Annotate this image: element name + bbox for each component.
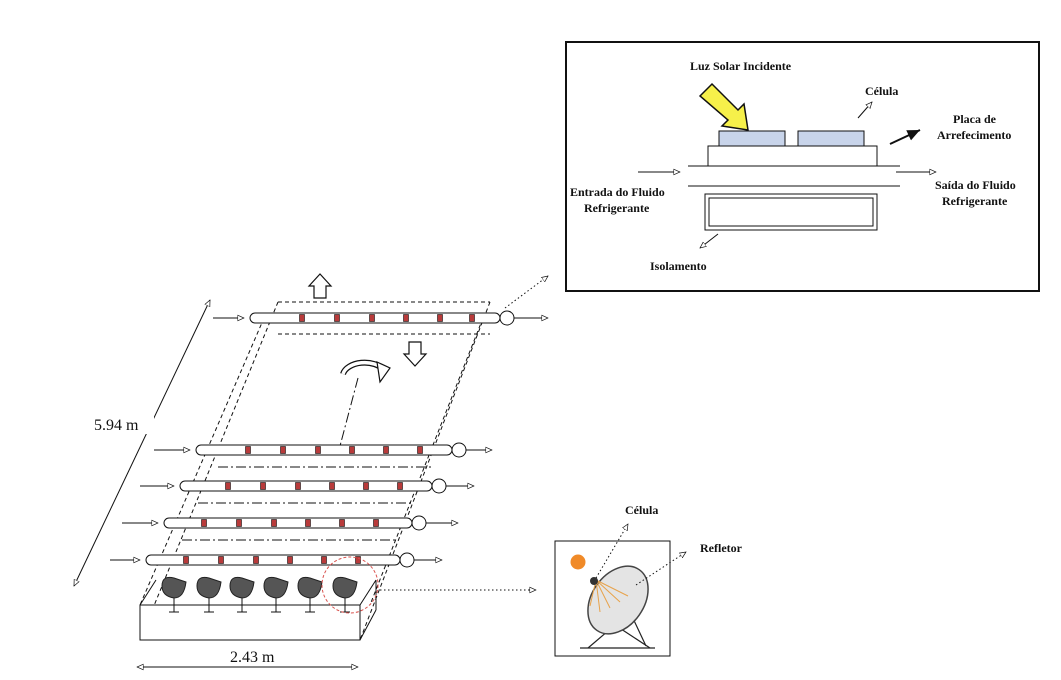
length-label-bg — [92, 412, 154, 434]
pv-cell-marker — [383, 446, 389, 454]
down-arrow-icon — [402, 341, 428, 367]
receiver-tube-2 — [154, 442, 492, 458]
dish-base-box — [139, 579, 377, 641]
cooling-plate-label-1: Placa de — [953, 112, 997, 126]
length-label: 5.94 m — [94, 417, 139, 434]
pv-cell-marker — [299, 314, 305, 322]
receiver-tube-1 — [213, 310, 548, 326]
sun-icon — [570, 554, 586, 570]
fluid-in-label-2: Refrigerante — [584, 201, 650, 215]
pv-cell-marker — [236, 519, 242, 527]
pv-cell-marker — [355, 556, 361, 564]
pv-cell-marker — [218, 556, 224, 564]
pv-cell-marker — [329, 482, 335, 490]
pv-cell-marker — [295, 482, 301, 490]
receiver-tube-5 — [110, 552, 442, 568]
width-label: 2.43 m — [230, 649, 275, 666]
insulation-block-inner — [708, 197, 874, 227]
dish-cell-label: Célula — [625, 503, 658, 517]
pv-cell-marker — [280, 446, 286, 454]
cooling-plate-label-2: Arrefecimento — [937, 128, 1011, 142]
fluid-in-label-1: Entrada do Fluido — [570, 185, 665, 199]
pv-cell-marker — [334, 314, 340, 322]
rotation-arrow-icon — [340, 359, 391, 384]
pv-cell-marker — [397, 482, 403, 490]
pv-cell-marker — [305, 519, 311, 527]
pv-cell-marker — [315, 446, 321, 454]
up-arrow-icon — [307, 273, 333, 299]
dish-icon-3 — [229, 576, 255, 613]
receiver-tube-3 — [140, 478, 474, 494]
sunlight-arrow-icon — [698, 82, 749, 131]
pv-cell-right — [797, 130, 865, 147]
incident-light-label: Luz Solar Incidente — [690, 59, 792, 73]
pv-cell-marker — [403, 314, 409, 322]
inset-pointer — [504, 276, 548, 309]
pv-cell-marker — [417, 446, 423, 454]
pv-cell-marker — [469, 314, 475, 322]
fluid-out-label-2: Refrigerante — [942, 194, 1008, 208]
pv-cell-marker — [349, 446, 355, 454]
pv-cell-marker — [271, 519, 277, 527]
cooling-plate — [707, 145, 878, 167]
fluid-out-label-1: Saída do Fluido — [935, 178, 1016, 192]
cooling-plate-pointer — [889, 129, 921, 145]
receiver-tube-4 — [122, 515, 458, 531]
receiver-inset: Luz Solar Incidente Célula Placa de Arre… — [565, 41, 1040, 292]
pv-cell-marker — [183, 556, 189, 564]
length-dimension-arrow — [73, 300, 211, 586]
pv-cell-marker — [245, 446, 251, 454]
dish-icon-5 — [297, 576, 323, 613]
dish-icon-6 — [332, 576, 358, 613]
pv-cell-marker — [253, 556, 259, 564]
pv-cell-marker — [339, 519, 345, 527]
pv-cell-marker — [363, 482, 369, 490]
pv-cell-marker — [369, 314, 375, 322]
insulation-label: Isolamento — [650, 259, 707, 273]
pv-cell-marker — [260, 482, 266, 490]
cell-pointer — [857, 102, 872, 119]
reflector-label: Refletor — [700, 541, 743, 555]
dish-inset: Célula Refletor — [554, 503, 743, 657]
axis-lines — [182, 377, 432, 541]
dish-cell-pointer — [595, 524, 628, 579]
pv-cell-marker — [321, 556, 327, 564]
cell-label: Célula — [865, 84, 898, 98]
pv-cell-marker — [201, 519, 207, 527]
pv-cell-marker — [437, 314, 443, 322]
pv-cell-marker — [225, 482, 231, 490]
dish-icon-4 — [263, 576, 289, 613]
pv-cell-left — [718, 130, 786, 147]
dish-cell-icon — [590, 577, 598, 585]
concentrator-array: 5.94 m 2.43 m — [73, 273, 548, 667]
receiver-tubes — [110, 310, 548, 568]
highlight-circle — [321, 556, 379, 614]
pv-cell-marker — [287, 556, 293, 564]
insulation-pointer — [700, 233, 719, 248]
pv-cell-marker — [373, 519, 379, 527]
